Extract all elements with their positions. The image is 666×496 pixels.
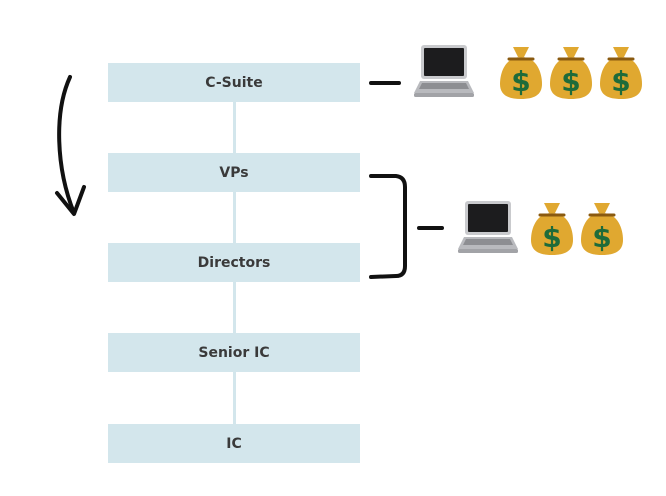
level-label: VPs [219,164,249,181]
svg-text:$: $ [511,65,530,98]
level-label: Senior IC [198,344,270,361]
laptop-icon [458,201,518,253]
level-box-c-suite: C-Suite [108,63,360,102]
level-label: C-Suite [205,74,263,91]
svg-text:$: $ [611,65,630,98]
level-label: IC [226,435,242,452]
vps-directors-bracket [369,174,407,279]
level-box-vps: VPs [108,153,360,192]
money-bag-icon: $ [581,203,623,255]
money-bag-icon: $ [531,203,573,255]
svg-text:$: $ [561,65,580,98]
money-bag-icon: $ [500,47,542,99]
money-bag-icon: $ [600,47,642,99]
arrowhead-icon [55,185,86,216]
level-label: Directors [197,254,271,271]
level-box-ic: IC [108,424,360,463]
svg-text:$: $ [542,221,561,254]
money-bag-icon: $ [550,47,592,99]
laptop-icon [414,45,474,97]
level-box-directors: Directors [108,243,360,282]
level-box-senior-ic: Senior IC [108,333,360,372]
curved-down-arrow-icon [57,75,76,215]
svg-text:$: $ [592,221,611,254]
